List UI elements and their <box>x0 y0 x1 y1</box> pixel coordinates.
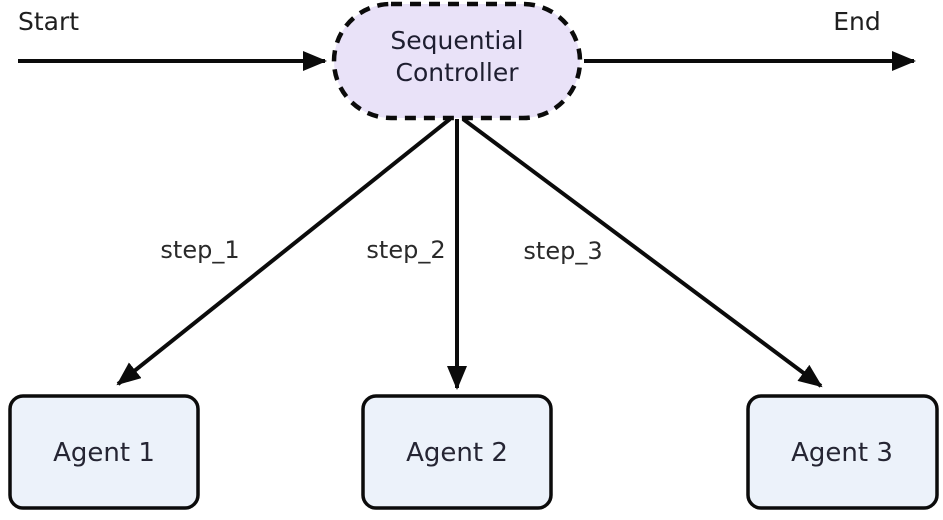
controller-shape <box>331 1 583 121</box>
controller-label-line1: Sequential <box>390 26 523 55</box>
controller-node: Sequential Controller <box>331 1 583 121</box>
edge-label-step3: step_3 <box>523 237 602 265</box>
agent1-node: Agent 1 <box>8 394 200 510</box>
agent3-shape <box>746 394 939 510</box>
agent2-node: Agent 2 <box>361 394 553 510</box>
agent3-node: Agent 3 <box>746 394 939 510</box>
start-label: Start <box>18 7 79 36</box>
agent2-shape <box>361 394 553 510</box>
edge-label-step1: step_1 <box>160 236 239 264</box>
agent2-label: Agent 2 <box>406 438 508 468</box>
agent1-shape <box>8 394 200 510</box>
edge-step1-arrow <box>116 117 452 386</box>
edge-label-step2: step_2 <box>366 236 445 264</box>
end-label: End <box>833 7 881 36</box>
agent1-label: Agent 1 <box>53 438 155 468</box>
agent3-label: Agent 3 <box>791 438 893 468</box>
controller-label-line2: Controller <box>396 58 520 87</box>
edge-step3-arrow <box>461 117 823 388</box>
